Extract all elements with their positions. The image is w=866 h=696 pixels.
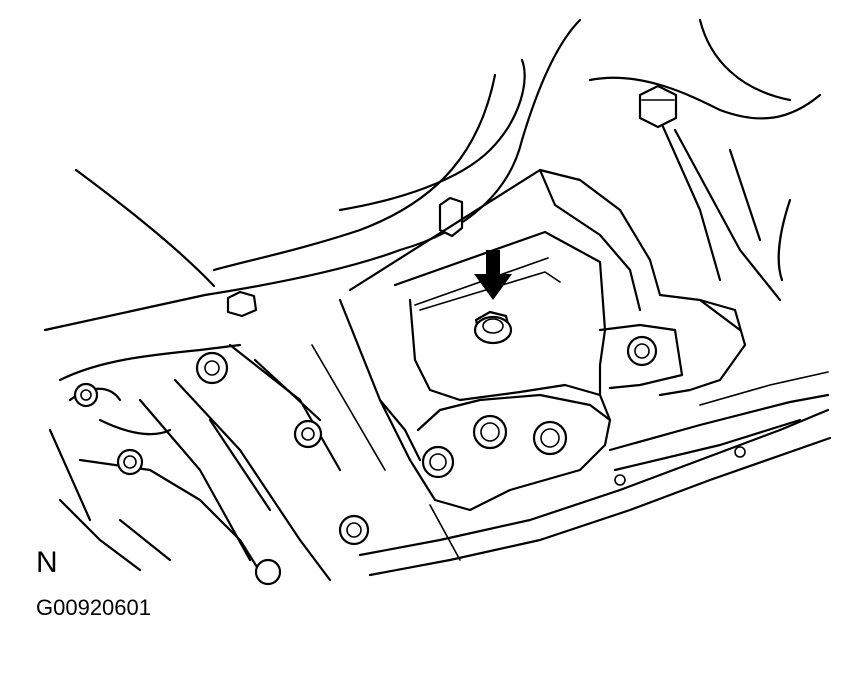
upper-bolt-mid-left xyxy=(226,290,258,318)
flange-hole-1 xyxy=(421,445,455,479)
cross-member xyxy=(358,371,832,577)
lower-case-bolts xyxy=(73,351,370,586)
upper-housing xyxy=(43,18,822,332)
flange-hole-2 xyxy=(472,414,508,450)
bolt-indicator-arrow xyxy=(474,250,512,300)
upper-stud-left xyxy=(438,196,464,238)
mount-bracket xyxy=(311,168,747,512)
view-direction-label: N xyxy=(36,546,58,579)
flange-hole-3 xyxy=(532,420,568,456)
mount-center-bolt xyxy=(473,310,513,345)
upper-bolt-top-right xyxy=(638,84,678,129)
lower-case xyxy=(48,343,342,582)
figure-code: G00920601 xyxy=(36,595,151,620)
flange-holes xyxy=(421,335,658,479)
bracket-bolt-right xyxy=(626,335,658,367)
